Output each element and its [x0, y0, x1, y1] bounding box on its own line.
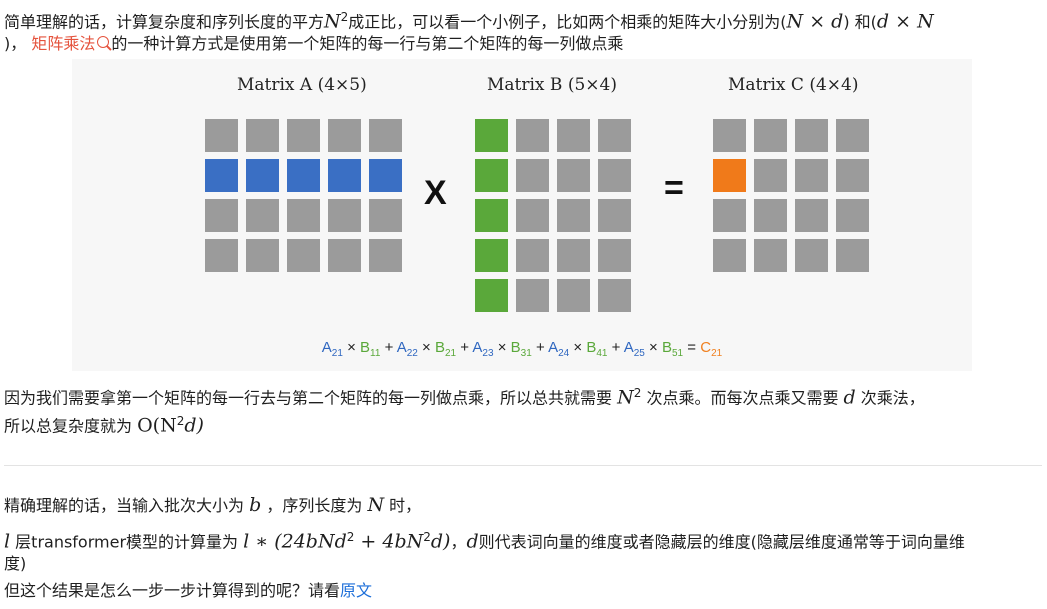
original-article-link[interactable]: 原文 [340, 581, 373, 600]
explanation-line-2: 所以总复杂度就为 O(N2d) [4, 414, 204, 437]
matrix-a-cell [205, 119, 238, 152]
matrix-b-cell [516, 159, 549, 192]
search-icon[interactable] [97, 36, 110, 48]
precise-line-4: 但这个结果是怎么一步一步计算得到的呢？请看原文 [4, 581, 373, 600]
matrix-b-cell [475, 239, 508, 272]
equation-b-term: B41 [586, 339, 608, 359]
equals-symbol: = [664, 169, 684, 207]
equation-a-term: A23 [472, 339, 494, 359]
matrix-a-cell [205, 199, 238, 232]
matrix-b-cell [557, 159, 590, 192]
matrix-b-title: Matrix B (5×4) [487, 75, 617, 95]
equation-a-term: A22 [396, 339, 418, 359]
matrix-multiplication-link[interactable]: 矩阵乘法 [31, 34, 96, 53]
matrix-c-cell [754, 239, 787, 272]
matrix-b-cell [475, 279, 508, 312]
matrix-a-cell [287, 199, 320, 232]
explanation-line-1: 因为我们需要拿第一个矩阵的每一行去与第二个矩阵的每一列做点乘，所以总共就需要 N… [4, 386, 925, 409]
equation-times: × [342, 339, 361, 356]
matrix-c-cell [795, 199, 828, 232]
matrix-a-cell [369, 159, 402, 192]
matrix-a-cell [246, 199, 279, 232]
equation-b-term: B21 [434, 339, 457, 359]
matrix-c-cell [836, 239, 869, 272]
equation-operator: + [380, 339, 397, 356]
matrix-b-cell [475, 199, 508, 232]
equation-times: × [644, 339, 662, 356]
matrix-a-cell [328, 159, 361, 192]
matrix-c-cell [795, 119, 828, 152]
dot-product-equation: A21 × B11 + A22 × B21 + A23 × B31 + A24 … [72, 339, 972, 359]
equation-a-term: A24 [548, 339, 570, 359]
matrix-b-cell [516, 119, 549, 152]
equation-operator: + [531, 339, 549, 356]
equation-result: C21 [700, 339, 723, 359]
matrix-b-cell [598, 199, 631, 232]
equation-times: × [417, 339, 435, 356]
matrix-c-cell [713, 199, 746, 232]
matrix-b-cell [475, 159, 508, 192]
matrix-b-cell [516, 239, 549, 272]
matrix-c-cell [713, 119, 746, 152]
matrix-b-cell [516, 279, 549, 312]
matrix-a-cell [369, 239, 402, 272]
equation-a-term: A21 [321, 339, 343, 359]
matrix-a-cell [246, 119, 279, 152]
equation-b-term: B11 [360, 339, 381, 359]
equation-a-term: A25 [623, 339, 645, 359]
matrix-b-cell [598, 279, 631, 312]
matrix-a-cell [287, 239, 320, 272]
intro-line-1: 简单理解的话，计算复杂度和序列长度的平方N2成正比，可以看一个小例子，比如两个相… [4, 10, 934, 33]
matrix-c-cell [754, 119, 787, 152]
matrix-b-cell [598, 239, 631, 272]
matrix-c-cell [836, 159, 869, 192]
matrix-c-cell [795, 239, 828, 272]
matrix-c-cell [836, 119, 869, 152]
matrix-multiplication-figure: Matrix A (4×5) Matrix B (5×4) Matrix C (… [72, 59, 972, 371]
matrix-a-cell [328, 119, 361, 152]
matrix-b-cell [557, 279, 590, 312]
matrix-c-cell [754, 159, 787, 192]
matrix-b-cell [516, 199, 549, 232]
equation-operator: = [683, 339, 701, 356]
matrix-a-cell [246, 159, 279, 192]
matrix-b-cell [598, 159, 631, 192]
precise-line-1: 精确理解的话，当输入批次大小为 b ，序列长度为 N 时， [4, 494, 422, 516]
intro-line-2: )， 矩阵乘法的一种计算方式是使用第一个矩阵的每一行与第二个矩阵的每一列做点乘 [4, 34, 624, 53]
matrix-a-cell [287, 159, 320, 192]
matrix-b-cell [557, 199, 590, 232]
matrix-b-cell [475, 119, 508, 152]
matrix-a-cell [205, 239, 238, 272]
equation-operator: + [456, 339, 473, 356]
equation-operator: + [607, 339, 624, 356]
equation-times: × [493, 339, 511, 356]
matrix-c-cell [795, 159, 828, 192]
matrix-a-cell [205, 159, 238, 192]
matrix-c-cell [754, 199, 787, 232]
matrix-a-cell [369, 199, 402, 232]
section-divider [4, 465, 1042, 466]
matrix-a-cell [287, 119, 320, 152]
matrix-b-cell [557, 239, 590, 272]
multiply-symbol: X [424, 174, 447, 212]
matrix-a-cell [328, 199, 361, 232]
matrix-a-cell [246, 239, 279, 272]
matrix-b-cell [598, 119, 631, 152]
matrix-c-title: Matrix C (4×4) [728, 75, 859, 95]
matrix-a-cell [328, 239, 361, 272]
equation-times: × [569, 339, 587, 356]
equation-b-term: B51 [661, 339, 684, 359]
equation-b-term: B31 [510, 339, 532, 359]
matrix-a-title: Matrix A (4×5) [237, 75, 367, 95]
matrix-b-cell [557, 119, 590, 152]
matrix-c-cell [713, 159, 746, 192]
matrix-c-cell [713, 239, 746, 272]
matrix-a-cell [369, 119, 402, 152]
matrix-c-cell [836, 199, 869, 232]
precise-line-2: l 层transformer模型的计算量为 l ∗ (24bNd2 + 4bN2… [4, 530, 965, 553]
precise-line-3: 度) [4, 554, 27, 573]
